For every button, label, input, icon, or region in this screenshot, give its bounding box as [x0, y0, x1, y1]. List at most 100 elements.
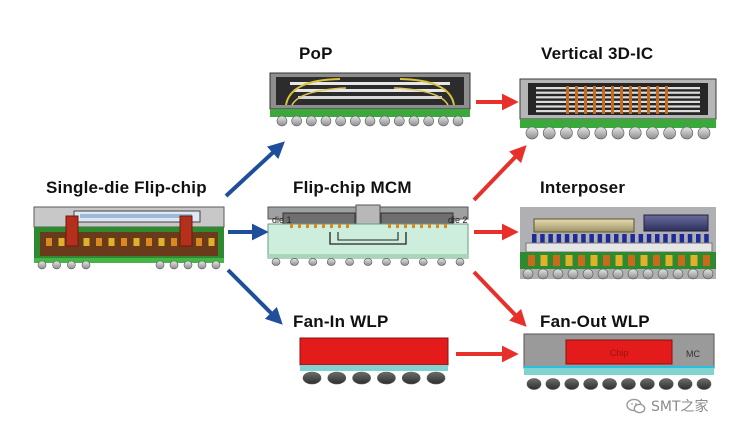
- micro-bump: [630, 234, 635, 243]
- tsv: [620, 86, 623, 114]
- solder-ball: [438, 115, 449, 127]
- watermark-text: SMT之家: [651, 399, 709, 415]
- label-fanin-wlp: Fan-In WLP: [293, 312, 389, 331]
- solder-ball: [335, 115, 346, 127]
- micro-bump-row: [532, 234, 709, 243]
- solder-ball: [680, 126, 694, 140]
- solder-ball: [308, 258, 318, 266]
- tsv: [665, 86, 668, 114]
- solder-ball: [345, 258, 354, 266]
- solder-ball: [602, 378, 617, 390]
- solder-ball: [621, 378, 636, 390]
- micro-bump: [573, 234, 578, 243]
- watermark: SMT之家: [626, 396, 709, 416]
- arrow-mcm-to-fanout: [472, 270, 527, 327]
- micro-bump: [396, 224, 399, 228]
- substrate-via: [565, 255, 573, 266]
- solder-ball: [155, 260, 165, 270]
- pop-package: [269, 72, 471, 127]
- solder-ball: [594, 126, 608, 140]
- trace-dot: [108, 238, 115, 246]
- solder-ball: [628, 126, 642, 140]
- label-pop: PoP: [299, 44, 333, 63]
- solder-ball: [423, 115, 434, 127]
- flow-arrows: [224, 93, 527, 363]
- label-single-die-flipchip: Single-die Flip-chip: [46, 178, 207, 197]
- trace-dot: [46, 238, 52, 246]
- solder-ball: [183, 260, 193, 270]
- label-interposer: Interposer: [540, 178, 626, 197]
- micro-bump: [290, 224, 293, 228]
- micro-bump: [338, 224, 341, 228]
- micro-bump: [687, 234, 693, 243]
- solder-ball: [197, 260, 207, 270]
- micro-bump: [428, 224, 431, 228]
- solder-ball: [452, 115, 464, 127]
- solder-ball: [672, 268, 684, 280]
- solder-ball: [663, 126, 676, 140]
- micro-bump: [679, 234, 685, 243]
- substrate-via: [578, 255, 585, 266]
- substrate-via: [653, 255, 660, 266]
- micro-bump: [322, 224, 325, 228]
- micro-bump: [646, 234, 652, 243]
- micro-bump: [655, 234, 660, 243]
- trace-dot: [146, 238, 152, 246]
- tsv: [647, 86, 650, 114]
- micro-bump: [556, 234, 562, 243]
- trace-dot: [133, 238, 140, 246]
- solder-ball: [276, 115, 288, 127]
- micro-bump: [622, 234, 627, 243]
- solder-ball: [582, 268, 594, 280]
- substrate-via: [553, 255, 560, 266]
- micro-bump: [404, 224, 407, 228]
- solder-ball: [363, 258, 373, 266]
- arrow-to-pop: [224, 141, 285, 198]
- solder-ball: [583, 378, 598, 390]
- trace-dot: [158, 238, 165, 246]
- substrate-vias: [528, 255, 710, 266]
- substrate-via: [590, 255, 598, 266]
- arrow-mcm-to-vertical: [472, 145, 527, 202]
- solder-ball: [52, 260, 61, 270]
- substrate-via: [678, 255, 685, 266]
- micro-bump: [420, 224, 423, 228]
- micro-bump: [696, 234, 701, 243]
- mcm-die1-label: die 1: [272, 215, 292, 225]
- trace-dot: [121, 238, 127, 246]
- tsv: [602, 86, 605, 114]
- solder-ball: [302, 371, 322, 385]
- solder-ball: [640, 378, 655, 390]
- die-layer: [536, 96, 700, 99]
- solder-ball: [352, 371, 371, 385]
- substrate-via: [603, 255, 610, 266]
- solder-ball: [306, 115, 317, 127]
- solder-ball: [697, 126, 711, 140]
- solder-ball: [350, 115, 361, 127]
- solder-ball: [677, 378, 693, 390]
- solder-ball: [437, 258, 446, 266]
- solder-ball-row: [522, 268, 714, 280]
- solder-ball: [408, 115, 420, 127]
- micro-bump: [540, 234, 545, 243]
- solder-ball: [537, 268, 549, 280]
- solder-ball: [627, 268, 639, 280]
- label-fanout-wlp: Fan-Out WLP: [540, 312, 650, 331]
- fanout-wlp-package: [523, 333, 715, 390]
- solder-ball: [455, 258, 465, 266]
- solder-ball-row: [271, 224, 465, 266]
- solder-ball: [564, 378, 580, 390]
- micro-bump: [589, 234, 594, 243]
- interposer-package: [520, 207, 716, 280]
- solder-ball: [377, 371, 396, 385]
- micro-bump: [444, 224, 447, 228]
- substrate-trace-dots: [46, 238, 215, 246]
- solder-ball-row: [525, 126, 711, 140]
- flipchip-mcm-package: [267, 204, 469, 266]
- solder-ball: [545, 378, 561, 390]
- solder-ball: [364, 115, 376, 127]
- substrate-via: [640, 255, 648, 266]
- tsv: [638, 86, 641, 114]
- tsv: [566, 86, 569, 114]
- stacked-die-layers: [536, 87, 700, 113]
